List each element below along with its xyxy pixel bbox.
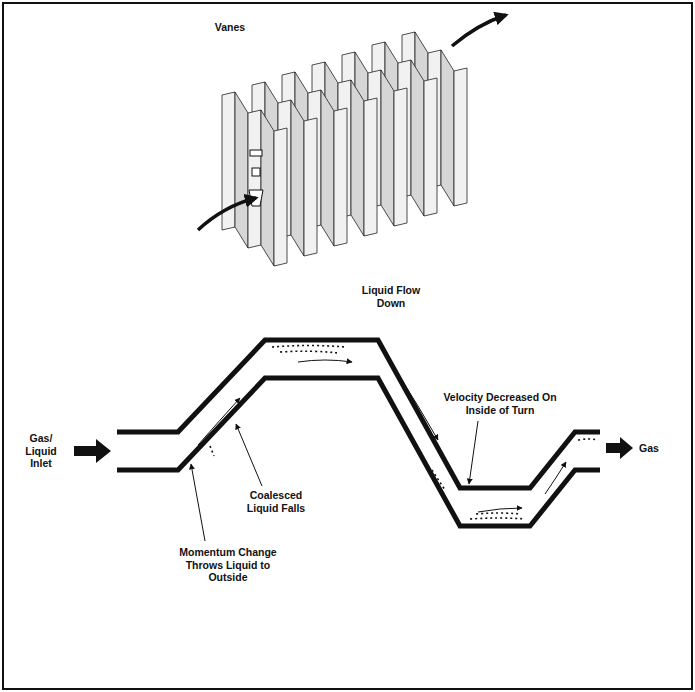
- vane-face: [394, 88, 407, 226]
- vane-face: [381, 70, 394, 226]
- vane-face: [364, 98, 377, 236]
- vane-face: [441, 50, 454, 206]
- vane-face: [235, 92, 248, 248]
- liquid-film: [210, 346, 598, 520]
- frame: [3, 3, 692, 689]
- inlet-label: Gas/ Liquid Inlet: [12, 431, 70, 471]
- outlet-label: Gas: [637, 441, 677, 456]
- flow-label: Liquid Flow Down: [353, 283, 429, 310]
- gas-in-arrow: [198, 198, 256, 230]
- gas-out-arrow: [452, 15, 506, 46]
- leader-line: [191, 464, 205, 541]
- inlet-arrow: [74, 439, 111, 463]
- callout-label: Coalesced Liquid Falls: [236, 488, 316, 515]
- leader-line: [469, 421, 478, 484]
- outlet-arrow: [606, 437, 633, 459]
- vane-face: [274, 128, 287, 266]
- vane-face: [248, 110, 261, 248]
- vane-face: [454, 68, 467, 206]
- vane-pack: [222, 32, 467, 266]
- vane-face: [411, 60, 424, 216]
- vane-face: [321, 90, 334, 246]
- lower-wall: [117, 378, 600, 526]
- vane-face: [304, 118, 317, 256]
- vane-face: [291, 100, 304, 256]
- callout-label: Momentum Change Throws Liquid to Outside: [176, 545, 280, 585]
- upper-wall: [117, 340, 600, 488]
- callout-label: Velocity Decreased On Inside of Turn: [440, 390, 560, 417]
- part-label: Vanes: [200, 20, 260, 35]
- vane-face: [424, 78, 437, 216]
- vane-face: [334, 108, 347, 246]
- vane-face: [261, 110, 274, 266]
- vane-face: [351, 80, 364, 236]
- leader-line: [236, 424, 262, 486]
